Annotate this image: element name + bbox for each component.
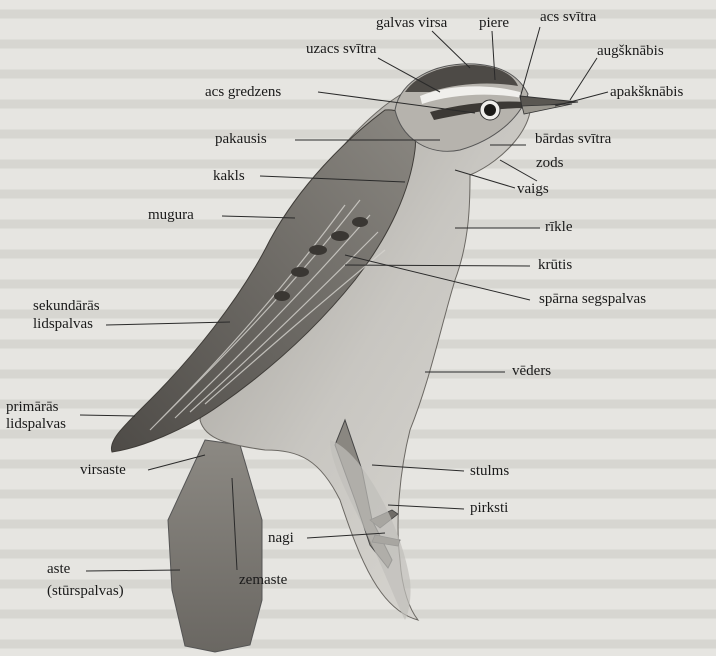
label-apaksknabis: apakšknābis [610, 84, 683, 101]
label-kakls: kakls [213, 168, 245, 185]
label-primaras-1: primārās [6, 399, 58, 416]
bird-illustration [111, 64, 578, 652]
label-rikle: rīkle [545, 219, 573, 236]
label-acs-gredzens: acs gredzens [205, 84, 281, 101]
bird-eye [484, 104, 496, 116]
label-pirksti: pirksti [470, 500, 508, 517]
label-bardas-svitra: bārdas svītra [535, 131, 611, 148]
label-acs-svitra: acs svītra [540, 9, 596, 26]
label-aste-1: aste [47, 561, 70, 578]
label-sparna-segspalvas: spārna segspalvas [539, 291, 646, 308]
label-vederis: vēders [512, 363, 551, 380]
label-pakausis: pakausis [215, 131, 267, 148]
label-augsknabis: augšknābis [597, 43, 664, 60]
label-sekundaras-1: sekundārās [33, 298, 100, 315]
label-primaras-2: lidspalvas [6, 416, 66, 433]
label-piere: piere [479, 15, 509, 32]
label-galvas-virsa: galvas virsa [376, 15, 447, 32]
label-krutis: krūtis [538, 257, 572, 274]
label-zods: zods [536, 155, 564, 172]
label-sekundaras-2: lidspalvas [33, 316, 93, 333]
bird-lower-beak [522, 104, 572, 114]
label-zemaste: zemaste [239, 572, 287, 589]
label-vaigs: vaigs [517, 181, 549, 198]
label-stulms: stulms [470, 463, 509, 480]
label-uzacs-svitra: uzacs svītra [306, 41, 376, 58]
bird-tail [168, 440, 262, 652]
label-nagi: nagi [268, 530, 294, 547]
label-virsaste: virsaste [80, 462, 126, 479]
label-aste-2: (stūrspalvas) [47, 583, 124, 600]
label-mugura: mugura [148, 207, 194, 224]
